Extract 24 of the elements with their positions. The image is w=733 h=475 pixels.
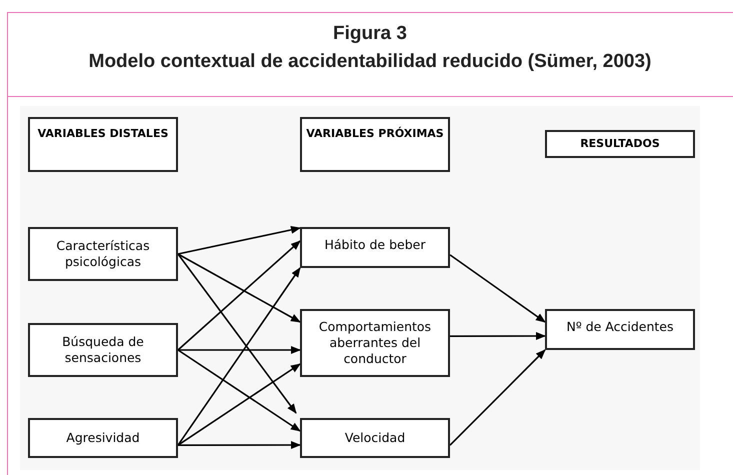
arrow — [178, 349, 301, 432]
arrow — [178, 346, 301, 354]
arrow — [178, 441, 301, 450]
arrow — [449, 349, 546, 446]
variable-box: Características psicológicas — [28, 227, 178, 281]
arrow — [178, 226, 301, 255]
figure-title: Figura 3 — [333, 22, 407, 46]
arrow — [177, 267, 301, 446]
arrow — [450, 254, 546, 323]
arrow — [178, 363, 301, 446]
arrow — [178, 253, 301, 323]
figure-caption: Modelo contextual de accidentabilidad reducido (Sümer, 2003) — [88, 50, 652, 74]
variable-box: Comportamientos aberrantes del conductor — [300, 309, 450, 377]
column-header-box: VARIABLES PRÓXIMAS — [300, 117, 450, 172]
column-header-box: VARIABLES DISTALES — [28, 117, 178, 172]
column-header-box: RESULTADOS — [545, 130, 695, 158]
variable-box: Hábito de beber — [300, 227, 450, 268]
arrow — [450, 332, 546, 340]
arrow — [177, 254, 297, 414]
variable-box: Velocidad — [300, 418, 450, 458]
variable-box: Búsqueda de sensaciones — [28, 323, 178, 377]
variable-box: Agresividad — [28, 418, 178, 458]
arrow — [177, 240, 301, 351]
variable-box: Nº de Accidentes — [545, 309, 695, 350]
